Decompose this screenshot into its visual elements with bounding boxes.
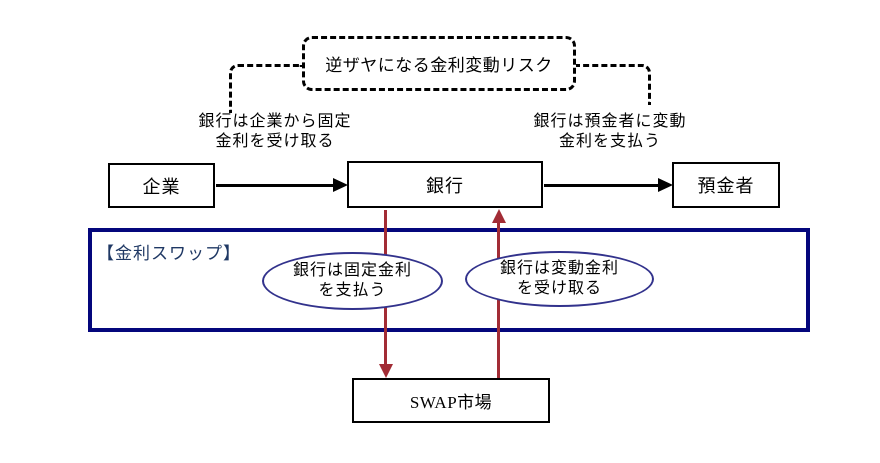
risk-callout-label: 逆ザヤになる金利変動リスク: [325, 56, 553, 75]
depositor-label: 預金者: [697, 176, 755, 196]
arrow-right-icon: [333, 178, 348, 192]
pay-fixed-rate-ellipse: 銀行は固定金利 を支払う: [262, 252, 443, 310]
arrow-up-icon: [492, 209, 506, 223]
depositor-box: 預金者: [672, 162, 780, 208]
company-label: 企業: [142, 176, 181, 197]
arrow-bank-to-depositor-line: [544, 184, 658, 187]
note-floating-rate-paid: 銀行は預金者に変動 金利を支払う: [533, 113, 687, 150]
note-fixed-rate-received: 銀行は企業から固定 金利を受け取る: [198, 113, 352, 150]
swap-market-label: SWAP市場: [409, 393, 493, 412]
dashed-connector-left: [229, 64, 303, 113]
company-box: 企業: [108, 163, 215, 208]
dashed-connector-right: [574, 64, 651, 105]
arrow-down-icon: [379, 364, 393, 378]
swap-section-rect: [88, 228, 810, 332]
receive-floating-rate-ellipse: 銀行は変動金利 を受け取る: [465, 251, 654, 307]
arrow-company-to-bank-line: [216, 184, 333, 187]
swap-market-box: SWAP市場: [352, 378, 550, 423]
bank-box: 銀行: [347, 161, 543, 208]
swap-section-title: 【金利スワップ】: [97, 244, 241, 263]
risk-callout-box: 逆ザヤになる金利変動リスク: [302, 36, 576, 91]
bank-label: 銀行: [426, 175, 464, 196]
arrow-right-icon: [658, 178, 673, 192]
